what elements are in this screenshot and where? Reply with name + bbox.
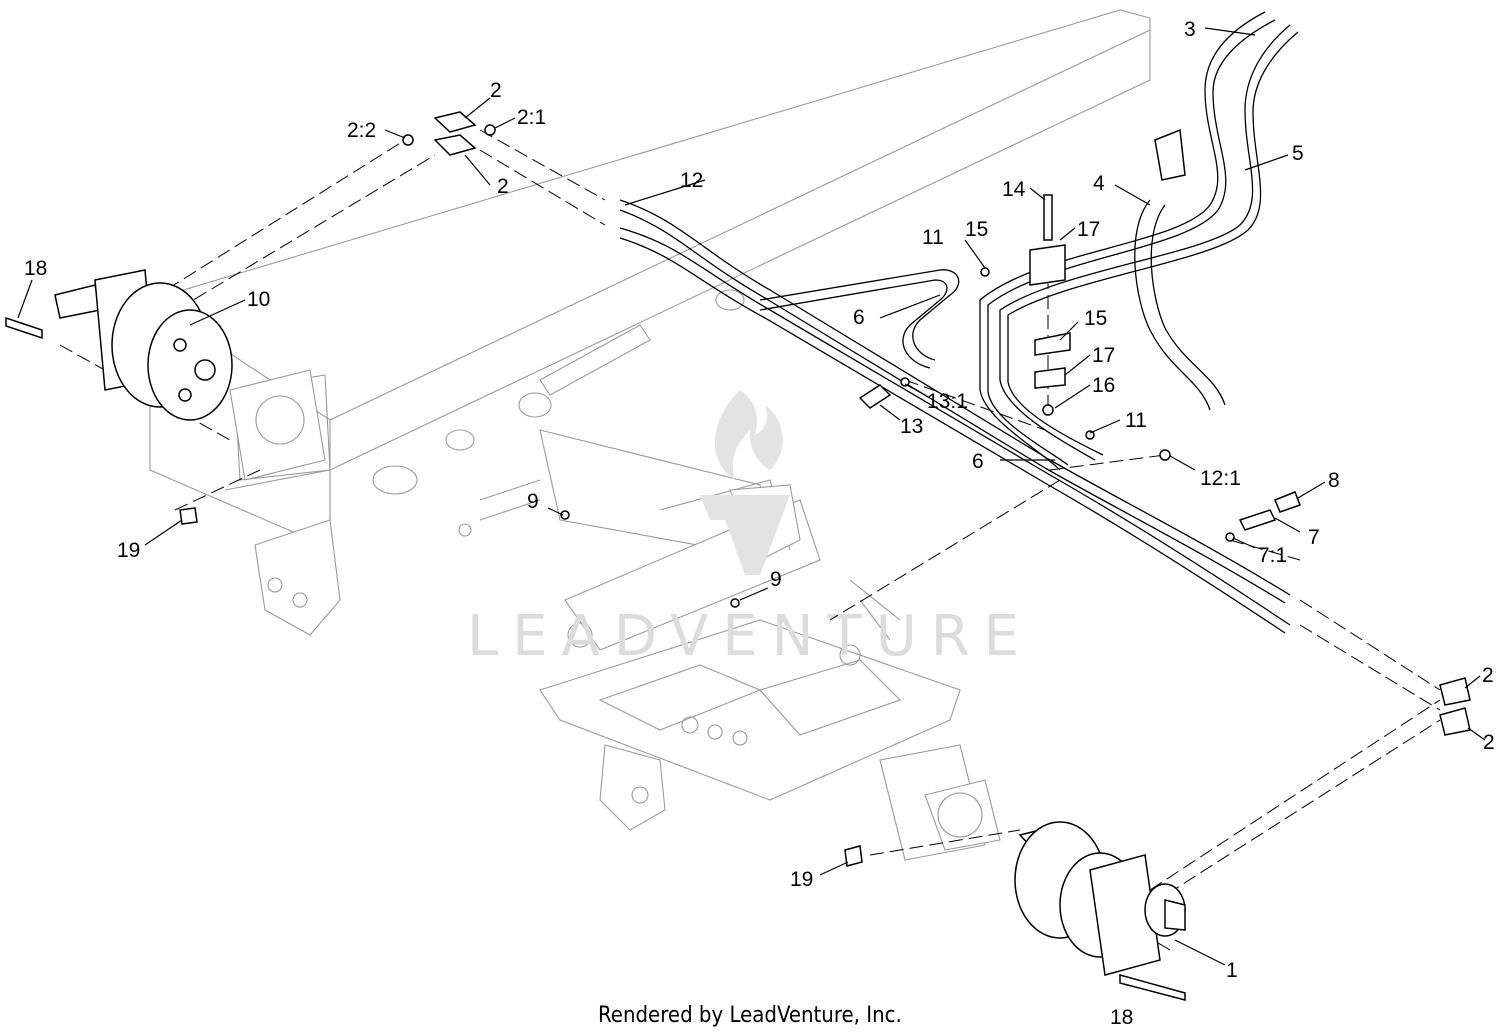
callout-13: 13 [900, 415, 923, 438]
callout-1: 1 [1226, 959, 1238, 982]
tube-clamps [1029, 194, 1071, 416]
callout-6: 6 [853, 306, 865, 329]
callout-13-1: 13:1 [927, 390, 968, 413]
callout-16: 16 [1092, 374, 1115, 397]
hydraulic-motor-10 [5, 269, 233, 421]
watermark-logo: LEADVENTURE [467, 390, 1033, 669]
callout-2: 2 [497, 175, 509, 198]
callout-19: 19 [117, 539, 140, 562]
callout-11: 11 [922, 226, 944, 249]
callout-12: 12 [680, 169, 703, 192]
elbow-fittings-right [1439, 677, 1471, 736]
callout-5: 5 [1292, 142, 1304, 165]
callout-19: 19 [790, 868, 813, 891]
assembly-lines [59, 129, 1441, 951]
callout-17: 17 [1077, 218, 1100, 241]
callout-15: 15 [965, 218, 988, 241]
callout-2-2: 2:2 [347, 119, 376, 142]
callout-7: 7 [1308, 526, 1320, 549]
callout-8: 8 [1328, 469, 1340, 492]
callout-2: 2 [1482, 664, 1494, 687]
footer-credit: Rendered by LeadVenture, Inc. [598, 1003, 902, 1028]
callout-labels: 2 2:2 2:1 2 12 3 5 4 14 17 15 11 6 18 10… [24, 18, 1495, 1029]
watermark-text: LEADVENTURE [467, 604, 1033, 669]
frame-chassis [149, 9, 1151, 861]
callout-14: 14 [1002, 178, 1026, 201]
callout-18: 18 [24, 257, 47, 280]
hydraulic-motor-1 [1014, 821, 1186, 1001]
hardware [179, 128, 1301, 867]
callout-15: 15 [1084, 307, 1107, 330]
elbow-fittings-top [402, 111, 496, 156]
callout-2: 2 [490, 79, 502, 102]
callout-7-1: 7:1 [1258, 544, 1287, 567]
callout-9: 9 [527, 490, 539, 513]
callout-3: 3 [1184, 18, 1196, 41]
callout-12-1: 12:1 [1200, 467, 1241, 490]
callout-17: 17 [1092, 344, 1115, 367]
callout-9: 9 [770, 568, 782, 591]
callout-2-1: 2:1 [517, 106, 546, 129]
callout-2: 2 [1483, 731, 1495, 754]
callout-leaders [17, 27, 1486, 966]
callout-6: 6 [972, 450, 984, 473]
callout-11: 11 [1125, 409, 1147, 432]
callout-10: 10 [247, 288, 270, 311]
callout-4: 4 [1093, 172, 1105, 195]
callout-18: 18 [1110, 1006, 1133, 1029]
